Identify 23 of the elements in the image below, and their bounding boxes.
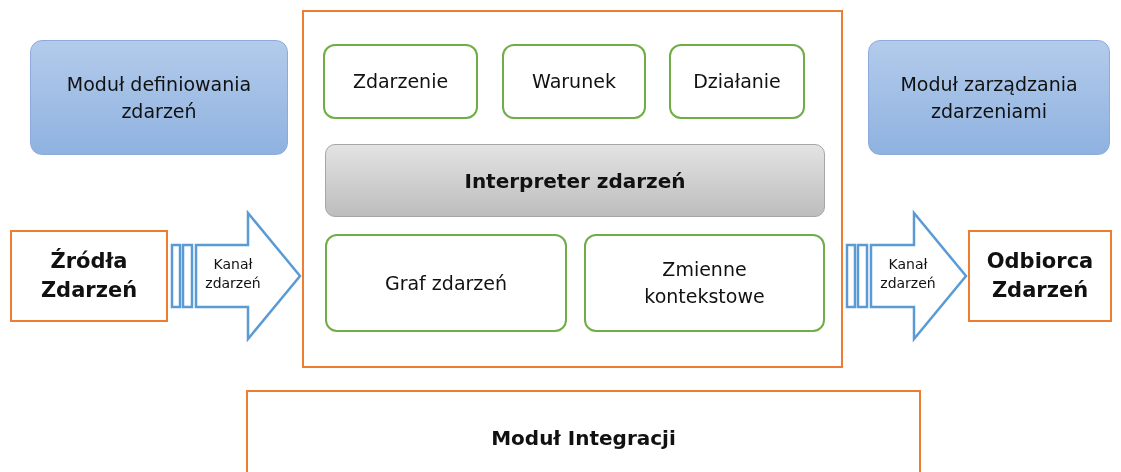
module-box: [30, 40, 288, 155]
interpreter-box: [325, 144, 825, 217]
process-box: [584, 234, 825, 332]
process-box: [502, 44, 646, 119]
node-label: Zdarzenie: [351, 69, 450, 95]
node-label: Moduł zarządzania zdarzeniami: [899, 71, 1079, 124]
node-label: Źródła Zdarzeń: [39, 247, 139, 304]
endpoint-box: [10, 230, 168, 322]
endpoint-box: [246, 390, 921, 472]
node-label: Moduł Integracji: [490, 425, 677, 452]
module-box: [868, 40, 1110, 155]
node-label: Moduł definiowania zdarzeń: [65, 71, 253, 124]
node-label: Warunek: [531, 69, 617, 95]
process-box: [325, 234, 567, 332]
node-label: Odbiorca Zdarzeń: [985, 247, 1095, 304]
node-label: Graf zdarzeń: [383, 270, 509, 296]
node-label: Działanie: [692, 69, 782, 95]
process-box: [669, 44, 805, 119]
process-box: [323, 44, 478, 119]
node-label: Interpreter zdarzeń: [463, 167, 687, 195]
node-label: Zmienne kontekstowe: [643, 257, 766, 309]
frame-box: [302, 10, 843, 368]
endpoint-box: [968, 230, 1112, 322]
